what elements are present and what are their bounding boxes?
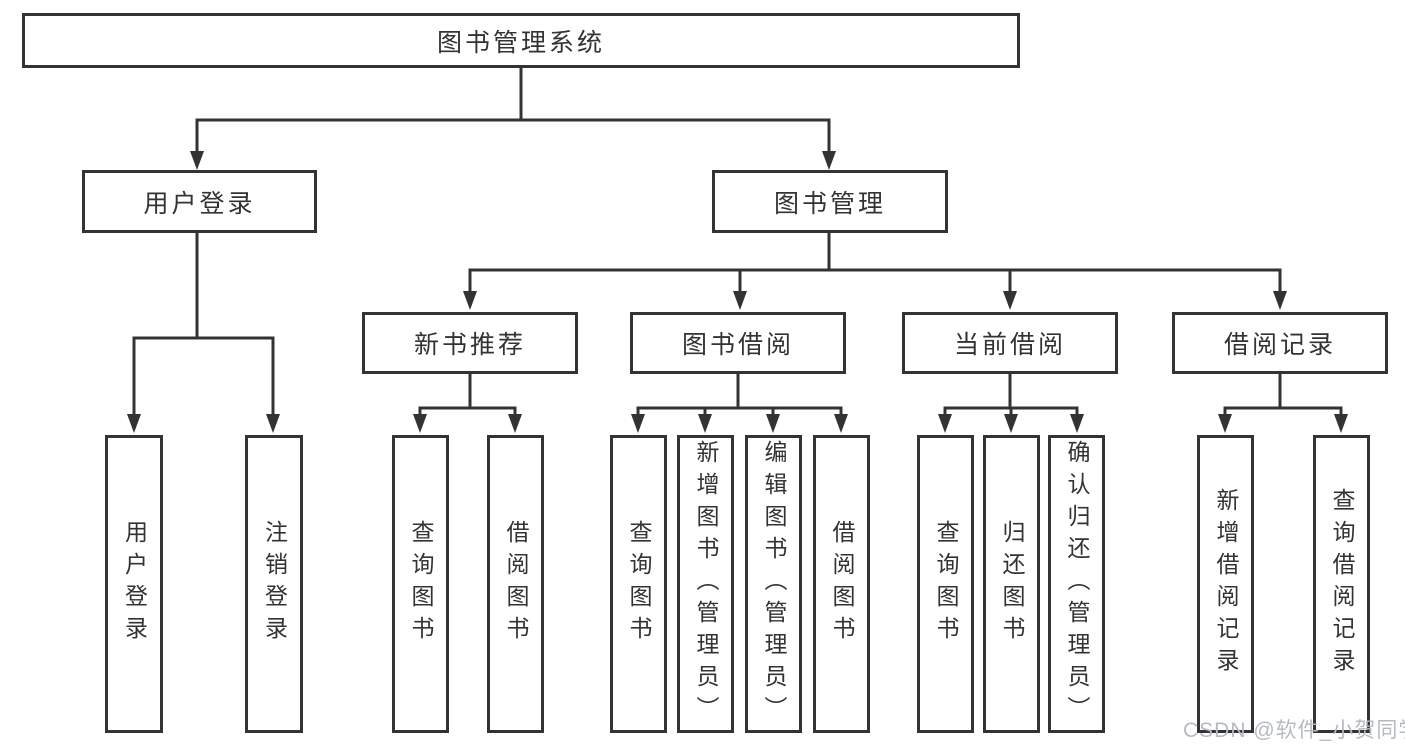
node-library-management-system: 图书管理系统 — [22, 13, 1020, 68]
node-book-borrowing: 图书借阅 — [630, 312, 846, 374]
node-label: 归还图书 — [999, 520, 1025, 648]
node-book-management: 图书管理 — [712, 170, 948, 233]
node-edit-book-admin: 编辑图书（管理员） — [745, 435, 802, 733]
node-logout: 注销登录 — [245, 435, 303, 733]
node-label: 确认归还（管理员） — [1064, 440, 1090, 728]
node-borrow-books: 借阅图书 — [813, 435, 870, 733]
node-query-books-borrow: 查询图书 — [610, 435, 667, 733]
node-new-book-recommend: 新书推荐 — [362, 312, 578, 374]
node-label: 图书管理 — [773, 189, 886, 218]
node-confirm-return-admin: 确认归还（管理员） — [1048, 435, 1105, 733]
node-query-borrow-record: 查询借阅记录 — [1313, 435, 1370, 733]
node-label: 查询图书 — [408, 520, 434, 648]
node-label: 用户登录 — [121, 520, 148, 648]
node-current-borrowing: 当前借阅 — [902, 312, 1118, 374]
node-borrowing-records: 借阅记录 — [1172, 312, 1388, 374]
node-user-login: 用户登录 — [82, 170, 317, 233]
node-add-book-admin: 新增图书（管理员） — [677, 435, 734, 733]
node-label: 用户登录 — [143, 189, 256, 218]
node-label: 查询图书 — [626, 520, 652, 648]
node-query-books-current: 查询图书 — [917, 435, 974, 733]
node-label: 借阅记录 — [1223, 331, 1336, 359]
node-label: 借阅图书 — [829, 520, 855, 648]
node-label: 借阅图书 — [503, 520, 529, 648]
watermark: CSDN @软件_小贺同学 — [1183, 719, 1405, 742]
node-label: 新书推荐 — [413, 331, 526, 359]
node-add-borrow-record: 新增借阅记录 — [1197, 435, 1254, 733]
node-label: 注销登录 — [261, 520, 288, 648]
node-label: 查询借阅记录 — [1329, 488, 1355, 680]
node-label: 编辑图书（管理员） — [761, 440, 787, 728]
node-label: 图书借阅 — [681, 331, 794, 359]
node-query-books-recommend: 查询图书 — [392, 435, 449, 733]
node-label: 当前借阅 — [953, 331, 1066, 359]
node-label: 查询图书 — [933, 520, 959, 648]
node-return-book: 归还图书 — [983, 435, 1040, 733]
node-label: 新增借阅记录 — [1213, 488, 1239, 680]
node-borrow-books-recommend: 借阅图书 — [487, 435, 544, 733]
node-user-login-leaf: 用户登录 — [105, 435, 163, 733]
node-label: 图书管理系统 — [436, 28, 605, 57]
node-label: 新增图书（管理员） — [693, 440, 719, 728]
